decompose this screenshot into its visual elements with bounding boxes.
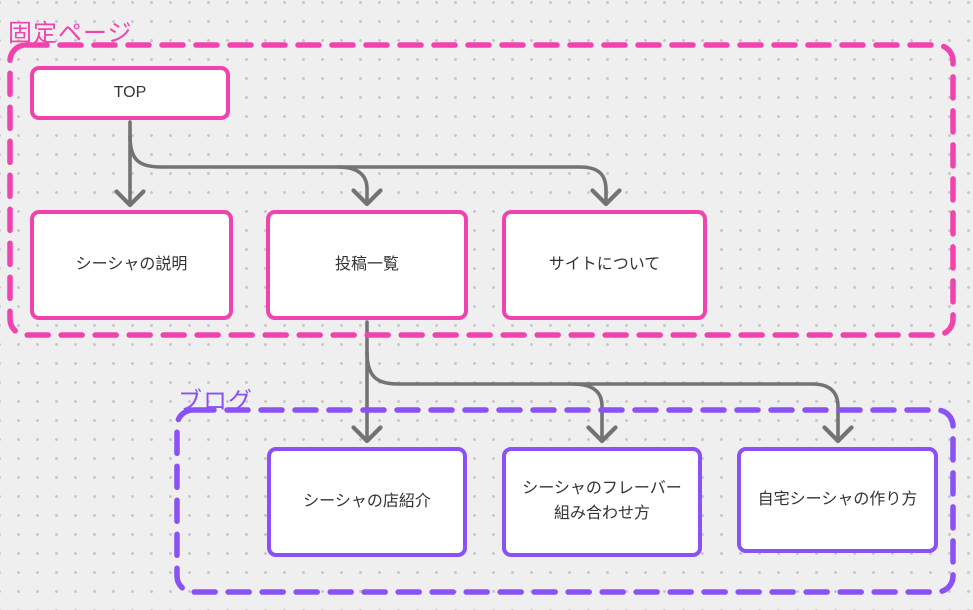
arrowhead-home-shisha[interactable] [822, 425, 854, 444]
section-label-fixed-pages[interactable]: 固定ページ [8, 20, 133, 47]
arrowhead-shisha-desc[interactable] [114, 189, 146, 208]
connector-group [114, 120, 854, 444]
arrowhead-flavor-mix[interactable] [586, 425, 618, 444]
node-home-shisha-label: 自宅シーシャの作り方 [757, 490, 918, 508]
section-frame-fixed-pages[interactable] [7, 42, 956, 338]
section-label-blog[interactable]: ブログ [178, 388, 253, 415]
node-top-label: TOP [113, 83, 147, 101]
node-post-list-label: 投稿一覧 [334, 255, 399, 273]
node-shop-intro-label: シーシャの店紹介 [303, 492, 431, 510]
arrowhead-shop-intro[interactable] [351, 425, 383, 444]
node-flavor-mix[interactable]: シーシャのフレーバー組み合わせ方 [502, 447, 702, 557]
node-home-shisha[interactable]: 自宅シーシャの作り方 [737, 447, 938, 553]
section-frame-blog[interactable] [174, 407, 956, 595]
arrowhead-about-site[interactable] [590, 188, 622, 207]
node-flavor-mix-label: シーシャのフレーバー組み合わせ方 [522, 480, 682, 522]
node-top[interactable]: TOP [30, 66, 230, 120]
connector-post-list-to-flavor-mix[interactable] [571, 382, 604, 439]
connector-top-to-about-site[interactable] [128, 134, 608, 202]
node-shisha-description[interactable]: シーシャの説明 [30, 210, 233, 320]
connector-top-to-post-list[interactable] [336, 165, 369, 202]
connector-post-list-to-home-shisha[interactable] [365, 350, 840, 439]
node-post-list[interactable]: 投稿一覧 [266, 210, 468, 320]
node-shop-intro[interactable]: シーシャの店紹介 [267, 447, 467, 557]
node-shisha-description-label: シーシャの説明 [75, 255, 188, 273]
node-about-site[interactable]: サイトについて [502, 210, 707, 320]
node-about-site-label: サイトについて [548, 255, 661, 273]
arrowhead-post-list[interactable] [351, 188, 383, 207]
